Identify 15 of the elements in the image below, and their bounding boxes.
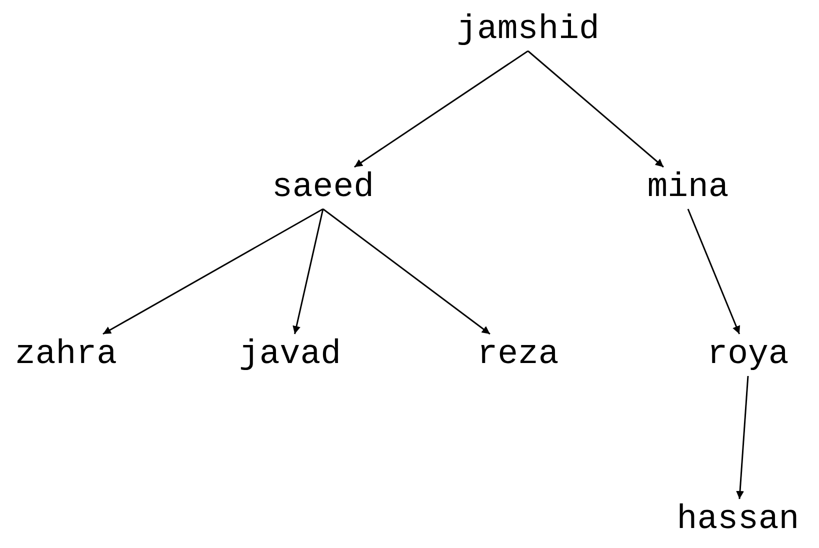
name-label: hassan — [676, 501, 800, 539]
name-label: javad — [238, 336, 342, 374]
name-label: roya — [707, 336, 789, 374]
arrow — [292, 208, 324, 334]
arrow — [102, 208, 324, 335]
name-label: zahra — [14, 336, 118, 374]
arrow — [687, 208, 740, 334]
arrow — [354, 50, 528, 168]
name-label: mina — [647, 169, 729, 207]
name-label: saeed — [272, 169, 374, 207]
arrow — [528, 50, 664, 168]
arrow — [736, 376, 749, 500]
name-label: jamshid — [456, 11, 600, 49]
arrow — [322, 208, 490, 335]
name-label: reza — [477, 336, 559, 374]
